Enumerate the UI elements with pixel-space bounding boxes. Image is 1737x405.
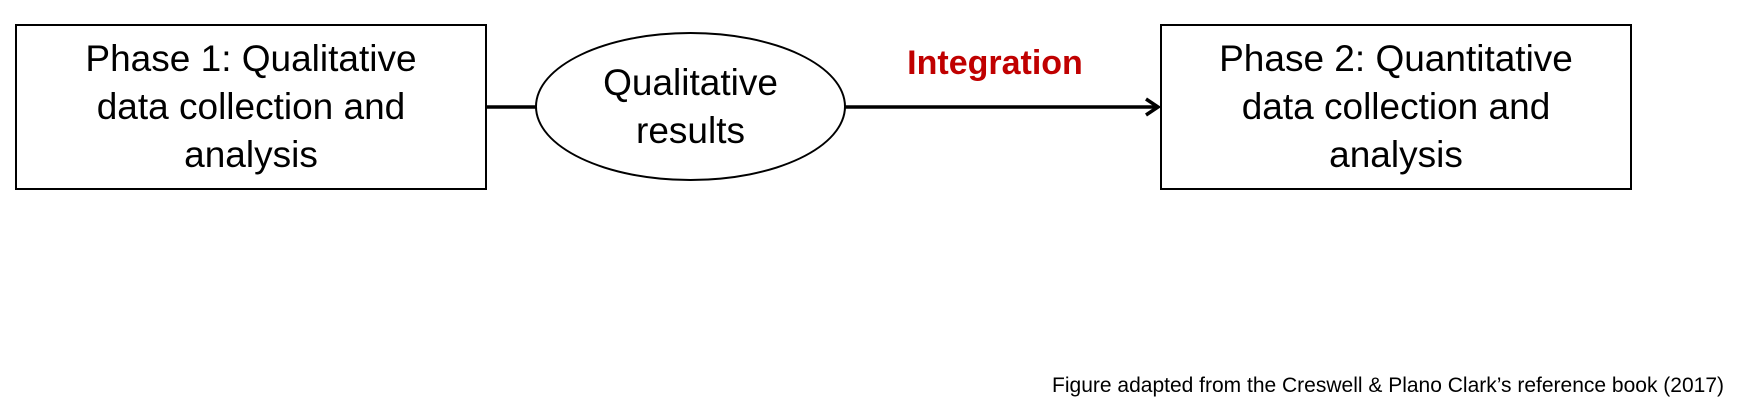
- qualitative-results-ellipse: Qualitative results: [535, 32, 846, 181]
- qualitative-results-label: Qualitative results: [603, 61, 778, 151]
- phase1-label: Phase 1: Qualitative data collection and…: [85, 38, 417, 175]
- integration-arrowhead: [1145, 97, 1162, 117]
- integration-label: Integration: [907, 44, 1083, 82]
- figure-caption: Figure adapted from the Creswell & Plano…: [1052, 374, 1724, 397]
- phase1-box: Phase 1: Qualitative data collection and…: [15, 24, 487, 190]
- phase2-box: Phase 2: Quantitative data collection an…: [1160, 24, 1632, 190]
- phase2-label: Phase 2: Quantitative data collection an…: [1219, 38, 1573, 175]
